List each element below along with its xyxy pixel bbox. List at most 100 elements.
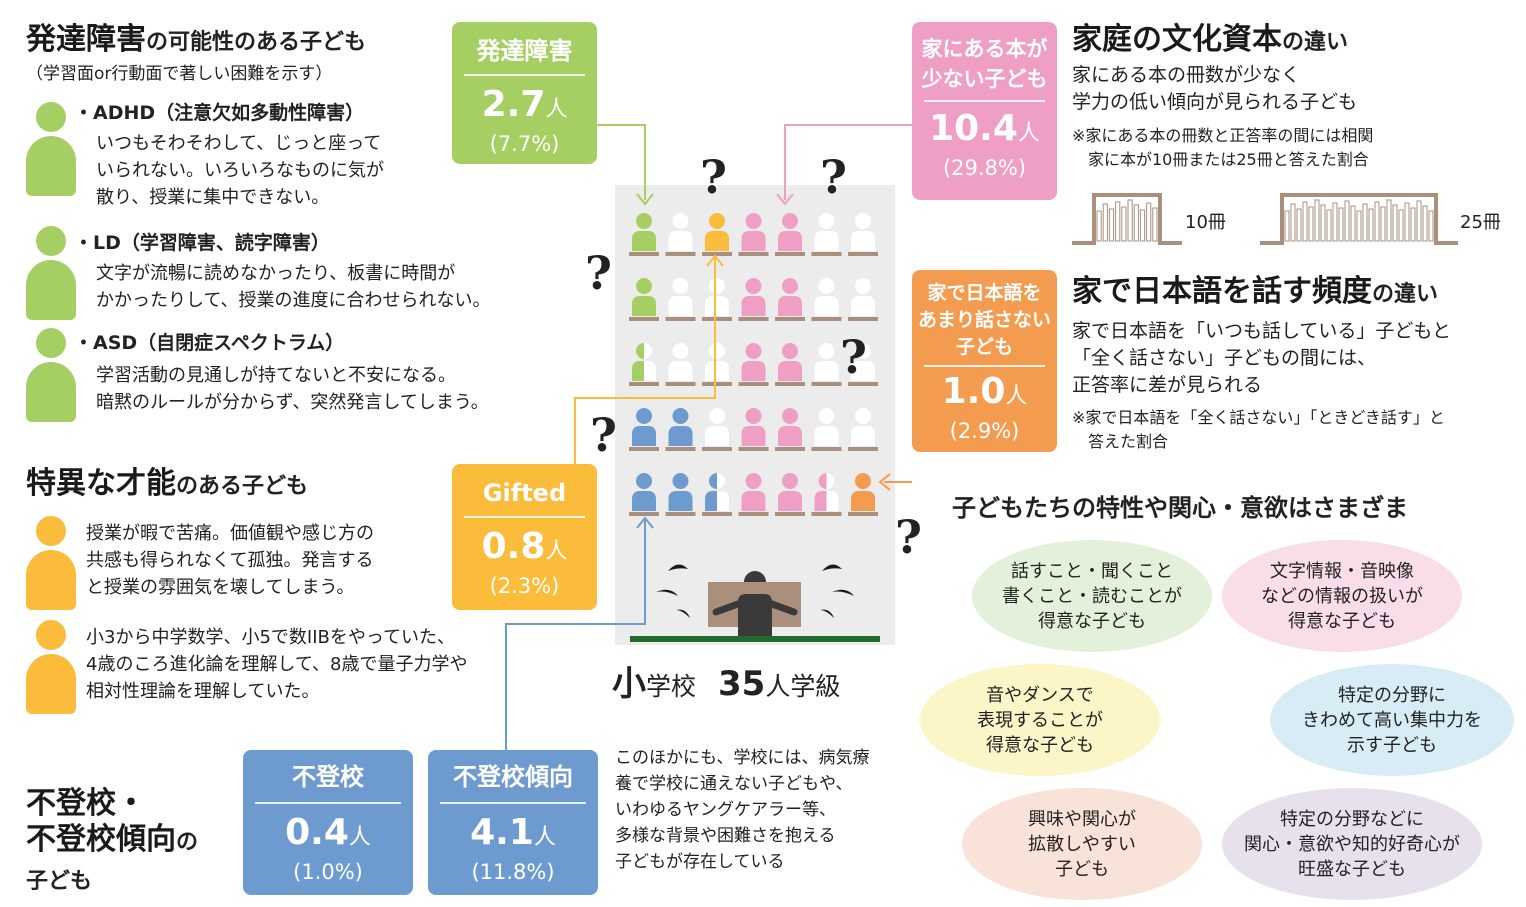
trait-bubble-3: 音やダンスで 表現することが 得意な子ども [920, 664, 1160, 776]
seat-2-5 [775, 278, 805, 321]
books-box-label: 家にある本が 少ない子ども [921, 37, 1048, 91]
absent-box-pct: (1.0%) [293, 860, 363, 884]
bookshelf-25-icon [1260, 193, 1458, 245]
ld-person-icon [26, 226, 76, 336]
seat-4-2 [665, 408, 696, 451]
gifted-section-title: 特異な才能のある子ども [26, 466, 308, 502]
books-box-pct: (29.8%) [942, 156, 1027, 180]
gifted-desc-2: 小3から中学数学、小5で数IIBをやっていた、 4歳のころ進化論を理解して、8歳… [86, 627, 468, 702]
question-mark-1: ? [700, 150, 727, 204]
books-arrow [784, 124, 912, 200]
seat-4-5 [775, 408, 805, 451]
adhd-person-icon [26, 102, 76, 212]
trait-bubble-6: 特定の分野などに 関心・意欲や知的好奇心が 旺盛な子ども [1222, 788, 1482, 900]
dev-title-main: 発達障害 [26, 22, 146, 57]
absent-box-label: 不登校 [292, 763, 364, 791]
seat-3-7 [848, 343, 878, 386]
seat-5-2 [665, 473, 696, 516]
books-count-box: 家にある本が 少ない子ども 10.4人 (29.8%) [912, 22, 1057, 200]
language-note: ※家で日本語を「全く話さない」「ときどき話す」と 答えた割合 [1072, 408, 1445, 451]
japanese-box-pct: (2.9%) [949, 419, 1020, 443]
seat-2-6 [811, 278, 842, 321]
gifted-count-box: Gifted 0.8人 (2.3%) [452, 464, 597, 610]
dev-section-title: 発達障害の可能性のある子ども [26, 22, 366, 58]
language-title-main: 家で日本語を話す頻度 [1072, 274, 1372, 309]
books-box-unit: 人 [1017, 121, 1040, 146]
seat-5-3 [702, 473, 732, 516]
books-box-value: 10.4 [929, 108, 1018, 149]
asd-desc: 学習活動の見通しが持てないと不安になる。 暗黙のルールが分からず、突然発言してし… [96, 365, 489, 413]
trait-bubble-1-text: 話すこと・聞くこと 書くこと・読むことが 得意な子ども [1002, 560, 1182, 632]
absent-tend-count-box: 不登校傾向 4.1人 (11.8%) [428, 750, 598, 895]
language-section-title: 家で日本語を話す頻度の違い [1072, 274, 1438, 310]
seat-3-3 [702, 343, 732, 386]
teacher-sweat-marks [656, 564, 854, 618]
gifted-box-value: 0.8 [481, 526, 546, 567]
dev-count-box: 発達障害 2.7人 (7.7%) [452, 22, 597, 164]
blackboard [630, 636, 880, 642]
seat-3-1 [629, 343, 659, 386]
gifted-arrow [574, 258, 716, 464]
dev-box-pct: (7.7%) [489, 132, 560, 156]
seat-4-6 [811, 408, 842, 451]
trait-bubble-5-text: 興味や関心が 拡散しやすい 子ども [1028, 808, 1136, 880]
absent-box-value: 0.4 [285, 812, 349, 853]
shelf-25-label: 25冊 [1460, 212, 1501, 233]
ld-title: ・LD（学習障害、読字障害） [74, 232, 330, 254]
ld-desc: 文字が流暢に読めなかったり、板書に時間が かかったりして、授業の進度に合わせられ… [96, 263, 491, 311]
gifted-box-unit: 人 [545, 539, 568, 564]
gifted-person-icon-1 [26, 516, 76, 626]
absent-title-line2-rest: の [176, 830, 199, 855]
question-mark-2: ? [820, 150, 847, 204]
seat-4-4 [738, 408, 769, 451]
seat-5-5 [775, 473, 805, 516]
japanese-count-box: 家で日本語を あまり話さない 子ども 1.0人 (2.9%) [912, 270, 1057, 452]
seat-1-3 [702, 213, 732, 256]
asd-title: ・ASD（自閉症スペクトラム） [74, 332, 345, 354]
seat-3-5 [775, 343, 805, 386]
traits-title: 子どもたちの特性や関心・意欲はさまざま [952, 494, 1408, 522]
seat-2-4 [738, 278, 769, 321]
culture-section-title: 家庭の文化資本の違い [1072, 22, 1348, 58]
teacher-desk [708, 571, 801, 640]
seat-5-6 [811, 473, 842, 516]
trait-bubble-1: 話すこと・聞くこと 書くこと・読むことが 得意な子ども [972, 540, 1212, 652]
seat-3-4 [738, 343, 769, 386]
gifted-desc-1: 授業が暇で苦痛。価値観や感じ方の 共感も得られなくて孤独。発言する と授業の雰囲… [86, 523, 374, 598]
absent-tend-box-value: 4.1 [470, 812, 534, 853]
caption-rest: 人学級 [765, 672, 841, 701]
absent-title-line2-main: 不登校傾向 [26, 822, 176, 857]
absent-title-line3: 子ども [26, 869, 93, 894]
gifted-title-main: 特異な才能 [26, 466, 176, 501]
seat-2-1 [629, 278, 659, 321]
adhd-desc: いつもそわそわして、じっと座って いられない。いろいろなものに気が 散り、授業に… [96, 133, 384, 208]
question-mark-3: ? [585, 246, 612, 300]
culture-title-main: 家庭の文化資本 [1072, 22, 1282, 57]
question-mark-4: ? [840, 330, 867, 384]
asd-person-icon [26, 328, 76, 438]
seat-1-2 [665, 213, 696, 256]
absent-tend-box-unit: 人 [533, 825, 556, 850]
japanese-box-unit: 人 [1005, 384, 1028, 409]
seat-3-2 [665, 343, 696, 386]
trait-bubble-5: 興味や関心が 拡散しやすい 子ども [962, 788, 1202, 900]
question-mark-6: ? [895, 510, 922, 564]
classroom-note: このほかにも、学校には、病気療 養で学校に通えない子どもや、 いわゆるヤングケア… [615, 748, 870, 872]
culture-note: ※家にある本の冊数と正答率の間には相関 家に本が10冊または25冊と答えた割合 [1072, 126, 1374, 169]
absent-count-box: 不登校 0.4人 (1.0%) [243, 750, 413, 895]
seat-1-6 [811, 213, 842, 256]
dev-arrow [597, 124, 646, 200]
absent-title-line1: 不登校・ [26, 786, 146, 821]
absent-section-title: 不登校・ 不登校傾向の 子ども [26, 786, 198, 901]
seat-2-2 [665, 278, 696, 321]
trait-bubble-4: 特定の分野に きわめて高い集中力を 示す子ども [1270, 664, 1514, 776]
absent-tend-box-label: 不登校傾向 [453, 763, 573, 791]
gifted-title-rest: のある子ども [176, 474, 309, 499]
trait-bubble-2: 文字情報・音映像 などの情報の扱いが 得意な子ども [1222, 540, 1462, 652]
seat-1-5 [775, 213, 805, 256]
absent-box-unit: 人 [348, 825, 371, 850]
seat-1-7 [848, 213, 878, 256]
seat-5-1 [629, 473, 659, 516]
